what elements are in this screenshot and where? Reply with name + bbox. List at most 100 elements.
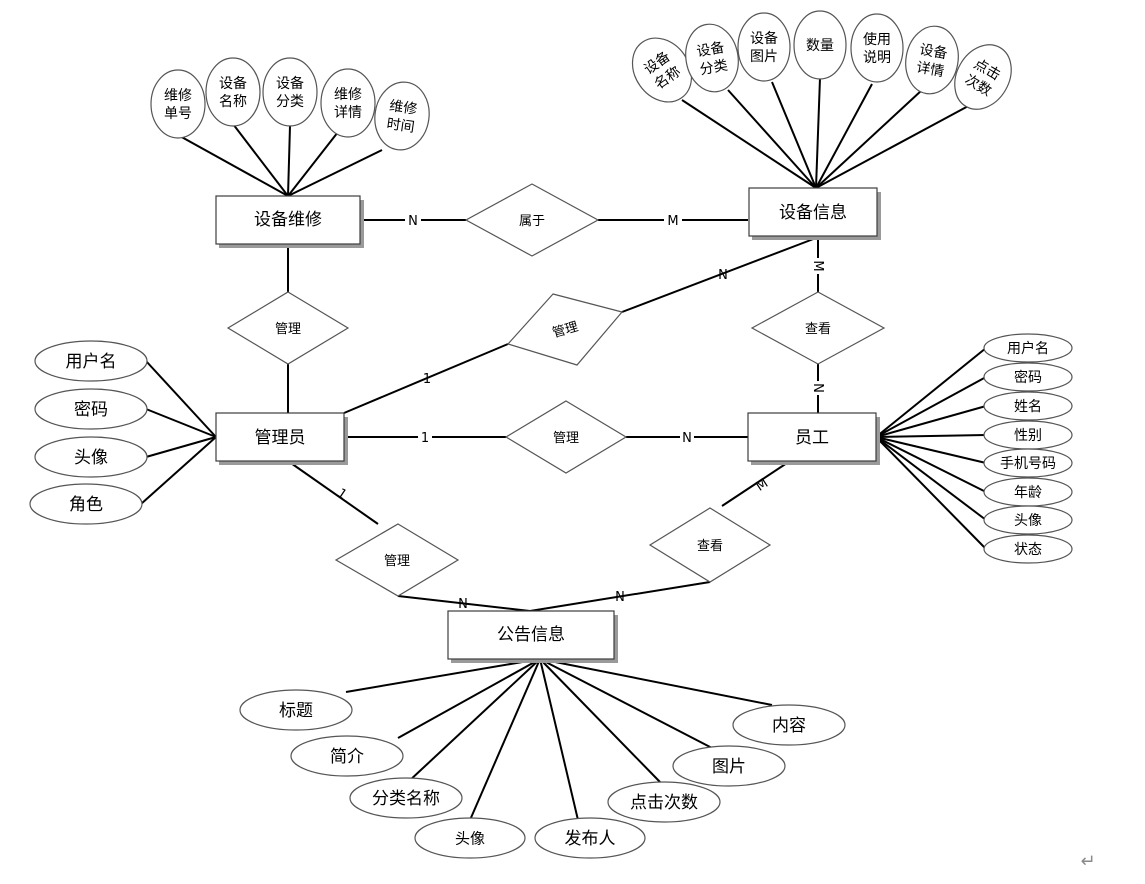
attr-staff-2[interactable]: 姓名 xyxy=(983,391,1073,421)
attr-staff-1-label: 密码 xyxy=(1014,369,1042,386)
attr-maintenance-4-label: 时间 xyxy=(386,116,416,136)
entity-maintenance-label: 设备维修 xyxy=(254,210,322,230)
attr-notice-7-label: 内容 xyxy=(772,716,806,736)
attribute-layer: 维修单号设备名称设备分类维修详情维修时间设备名称设备分类设备图片数量使用说明设备… xyxy=(29,10,1073,859)
attr-maintenance-1-label: 名称 xyxy=(219,94,247,110)
attr-admin-3[interactable]: 角色 xyxy=(29,483,143,525)
relation-manage-maintenance[interactable]: 管理 xyxy=(226,291,350,365)
entity-equipment[interactable]: 设备信息 xyxy=(748,187,881,240)
attr-notice-0[interactable]: 标题 xyxy=(239,689,353,731)
relation-manage-staff[interactable]: 管理 xyxy=(504,400,628,474)
card-view-notice-n: N xyxy=(615,590,625,605)
attr-notice-6-shape xyxy=(672,745,786,787)
entity-notice-label: 公告信息 xyxy=(497,625,565,645)
attr-notice-1[interactable]: 简介 xyxy=(290,735,404,777)
attr-notice-5-shape xyxy=(607,781,721,823)
card-staff-view-m: M xyxy=(753,476,771,495)
relation-view-equipment-label: 查看 xyxy=(805,321,831,337)
attr-notice-3[interactable]: 头像 xyxy=(414,817,526,859)
attr-staff-7[interactable]: 状态 xyxy=(983,534,1073,564)
attr-equipment-2-shape xyxy=(737,12,791,82)
attr-admin-1[interactable]: 密码 xyxy=(34,388,148,430)
attr-staff-6-shape xyxy=(983,505,1073,535)
attr-notice-6[interactable]: 图片 xyxy=(672,745,786,787)
attr-notice-2-shape xyxy=(349,777,463,819)
attr-equipment-1-label: 分类 xyxy=(699,58,729,79)
attr-equipment-3-label: 数量 xyxy=(806,38,834,54)
relation-manage-maintenance-label: 管理 xyxy=(275,322,301,337)
attr-equipment-6[interactable]: 点击次数 xyxy=(943,35,1022,120)
attr-equipment-3-shape xyxy=(793,10,847,80)
attr-staff-0[interactable]: 用户名 xyxy=(983,333,1073,363)
attr-notice-0-shape xyxy=(239,689,353,731)
attr-staff-4[interactable]: 手机号码 xyxy=(983,448,1073,478)
entity-maintenance[interactable]: 设备维修 xyxy=(215,195,364,248)
attr-staff-7-shape xyxy=(983,534,1073,564)
relation-belongs-label: 属于 xyxy=(519,214,545,229)
attr-notice-7[interactable]: 内容 xyxy=(732,704,846,746)
attr-admin-0[interactable]: 用户名 xyxy=(34,340,148,382)
attr-notice-2-label: 分类名称 xyxy=(372,789,440,809)
attr-maintenance-3-label: 详情 xyxy=(334,105,362,121)
attr-staff-3[interactable]: 性别 xyxy=(983,420,1073,450)
relation-view-notice[interactable]: 查看 xyxy=(648,507,772,583)
attr-notice-4-shape xyxy=(534,817,646,859)
attr-maintenance-4-shape xyxy=(374,81,430,151)
attr-equipment-3[interactable]: 数量 xyxy=(793,10,847,80)
attr-staff-3-label: 性别 xyxy=(1014,428,1042,444)
attr-notice-5-label: 点击次数 xyxy=(630,793,698,813)
entity-equipment-label: 设备信息 xyxy=(779,203,847,223)
attr-notice-2[interactable]: 分类名称 xyxy=(349,777,463,819)
attr-equipment-0-shape xyxy=(631,37,693,103)
attr-maintenance-4-label: 维修 xyxy=(388,98,418,118)
attr-notice-5[interactable]: 点击次数 xyxy=(607,781,721,823)
attr-notice-0-label: 标题 xyxy=(279,701,313,721)
attr-notice-4[interactable]: 发布人 xyxy=(534,817,646,859)
relation-view-notice-label: 查看 xyxy=(697,538,723,554)
attr-admin-0-label: 用户名 xyxy=(66,352,117,372)
attr-admin-3-shape xyxy=(29,483,143,525)
attr-admin-0-shape xyxy=(34,340,148,382)
card-admin-staff-n: N xyxy=(682,431,692,446)
attr-notice-6-label: 图片 xyxy=(712,757,746,777)
attr-admin-2-shape xyxy=(34,436,148,478)
attr-staff-2-label: 姓名 xyxy=(1014,399,1042,415)
entity-admin[interactable]: 管理员 xyxy=(215,412,348,465)
attr-maintenance-2-label: 设备 xyxy=(276,75,304,92)
attr-notice-1-label: 简介 xyxy=(330,747,364,767)
attr-equipment-5-label: 详情 xyxy=(915,60,945,81)
attr-staff-1-shape xyxy=(983,362,1073,392)
relation-manage-notice[interactable]: 管理 xyxy=(334,523,460,597)
attr-staff-5[interactable]: 年龄 xyxy=(983,477,1073,507)
relation-view-equipment[interactable]: 查看 xyxy=(750,291,886,365)
attr-notice-1-shape xyxy=(290,735,404,777)
attr-staff-1[interactable]: 密码 xyxy=(983,362,1073,392)
return-mark: ↵ xyxy=(1080,851,1095,872)
attr-admin-2[interactable]: 头像 xyxy=(34,436,148,478)
entity-notice[interactable]: 公告信息 xyxy=(447,610,618,663)
attr-maintenance-0-label: 维修 xyxy=(164,88,192,104)
relation-manage-equipment[interactable]: 管理 xyxy=(506,293,624,366)
attr-staff-5-label: 年龄 xyxy=(1014,485,1042,501)
card-admin-notice-1: 1 xyxy=(334,486,349,503)
attr-maintenance-3-label: 维修 xyxy=(334,87,362,103)
attr-staff-6[interactable]: 头像 xyxy=(983,505,1073,535)
relation-manage-equipment-label: 管理 xyxy=(551,320,580,342)
connector-lines xyxy=(140,77,987,821)
attr-equipment-4-label: 使用 xyxy=(863,31,891,48)
card-admin-staff-1: 1 xyxy=(421,431,429,446)
relation-belongs[interactable]: 属于 xyxy=(464,183,600,257)
attr-equipment-1-shape xyxy=(685,23,739,93)
entity-staff[interactable]: 员工 xyxy=(747,412,880,465)
attr-maintenance-0-label: 单号 xyxy=(164,106,192,122)
